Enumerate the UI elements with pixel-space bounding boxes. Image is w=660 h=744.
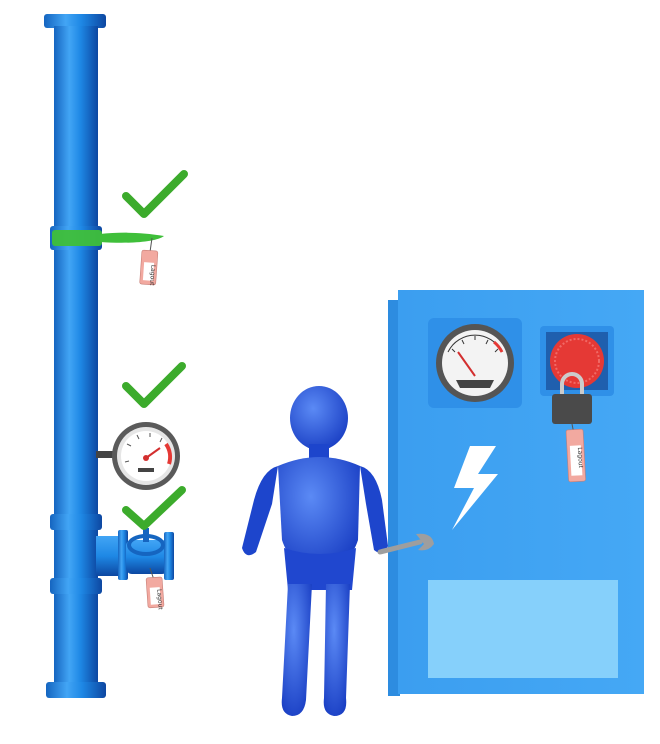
tag-text: Lagout — [148, 265, 156, 287]
strap-tail — [100, 232, 164, 243]
valve-body — [126, 540, 168, 574]
estop-button-ring — [554, 338, 600, 384]
vertical-pipe — [44, 14, 122, 698]
check-icon-valve — [122, 486, 186, 530]
tag-text: Lagout — [576, 447, 584, 469]
meter-ticks — [451, 336, 499, 353]
gauge-hub — [143, 455, 149, 461]
pipe-lower-flange-2 — [50, 578, 102, 594]
person-left-leg — [281, 584, 312, 716]
padlock-body — [552, 394, 592, 424]
estop-button — [550, 334, 604, 388]
check-icon-strap — [122, 170, 188, 218]
valve-tag: Lagout — [145, 576, 165, 611]
person-hips — [284, 548, 356, 590]
emergency-stop-icon — [540, 326, 614, 396]
cabinet-side — [388, 300, 400, 696]
electrical-cabinet: Lagout — [388, 290, 644, 696]
valve-flange-left — [118, 530, 128, 580]
padlock-icon: Lagout — [552, 372, 592, 483]
wrench-handle — [377, 539, 423, 555]
meter-base — [456, 380, 494, 388]
wrench-head — [416, 533, 434, 551]
padlock-tag: Lagout — [565, 428, 586, 483]
person-figure-icon — [242, 386, 388, 716]
cabinet-bottom-panel — [428, 580, 618, 678]
gauge-ticks — [124, 433, 163, 463]
tag-wire — [149, 237, 153, 253]
lightning-bolt-icon — [452, 446, 498, 530]
pipe-lower-flange — [50, 514, 102, 530]
green-strap — [52, 230, 102, 246]
pressure-gauge-icon — [96, 422, 180, 490]
person-neck — [309, 444, 329, 458]
person-right-arm — [360, 466, 388, 554]
person-left-arm — [242, 466, 278, 556]
pipe-top-flange — [44, 14, 106, 28]
meter-face — [442, 330, 508, 396]
gauge-label — [138, 468, 154, 472]
meter-needle — [457, 351, 476, 377]
person-torso — [278, 457, 360, 570]
wrench-icon — [377, 533, 434, 555]
gauge-stem — [96, 451, 116, 458]
valve-handwheel-icon: Lagout — [118, 528, 174, 611]
valve-handwheel — [127, 534, 165, 556]
check-icon-gauge — [122, 362, 186, 408]
tag-label-strip — [149, 587, 161, 605]
pipe-bottom-flange — [46, 682, 106, 698]
voltmeter-icon — [428, 318, 522, 408]
meter-red-zone — [493, 340, 504, 353]
pipe-strap-tag: Lagout — [139, 249, 159, 287]
gauge-red-zone — [164, 442, 173, 465]
padlock-shackle — [560, 372, 584, 396]
tag-label-strip — [569, 445, 583, 476]
valve-flange-right — [164, 532, 174, 580]
tag-text: Lagout — [155, 589, 163, 611]
tag-label-strip — [142, 262, 155, 281]
pipe-branch — [96, 536, 122, 576]
pipe-strap-lockout: Lagout — [52, 230, 164, 286]
person-right-leg — [323, 584, 350, 716]
person-head — [290, 386, 348, 450]
